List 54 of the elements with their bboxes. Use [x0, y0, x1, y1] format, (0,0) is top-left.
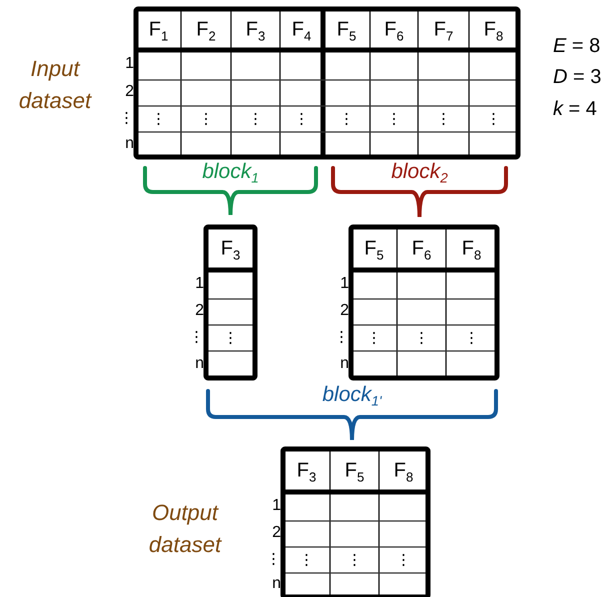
row-label: 1 — [272, 498, 281, 514]
ellipsis-mark: ⋮ — [299, 552, 314, 568]
column-header: F$_{4}$ — [292, 19, 312, 42]
block-label: block$_{1}$ — [202, 160, 259, 186]
block-label: block$_{2}$ — [391, 160, 448, 186]
row-label: n — [195, 356, 204, 372]
ellipsis-mark: ⋮ — [396, 552, 411, 568]
ellipsis-mark: ⋮ — [436, 112, 451, 126]
ellipsis-mark: ⋮ — [334, 330, 349, 344]
row-label: 1 — [125, 56, 134, 72]
row-label: n — [272, 576, 281, 592]
column-header: F$_{3}$ — [246, 19, 266, 42]
column-header: F$_{8}$ — [484, 19, 504, 42]
column-header: F$_{6}$ — [384, 19, 404, 42]
ellipsis-mark: ⋮ — [189, 330, 204, 344]
ellipsis-mark: ⋮ — [223, 330, 238, 346]
row-label: n — [340, 356, 349, 372]
ellipsis-mark: ⋮ — [151, 112, 166, 126]
row-label: 1 — [340, 276, 349, 292]
column-header: F$_{2}$ — [196, 19, 216, 42]
parameter-label: E = 8 — [553, 36, 600, 56]
row-label: 1 — [195, 276, 204, 292]
ellipsis-mark: ⋮ — [464, 330, 479, 346]
row-label: 2 — [195, 303, 204, 319]
column-header: F$_{7}$ — [434, 19, 454, 42]
ellipsis-mark: ⋮ — [486, 112, 501, 126]
ellipsis-mark: ⋮ — [347, 552, 362, 568]
column-header: F$_{5}$ — [336, 19, 356, 42]
column-header: F$_{5}$ — [364, 238, 384, 261]
parameter-label: D = 3 — [553, 67, 602, 87]
ellipsis-mark: ⋮ — [339, 112, 354, 126]
dataset-label: Input dataset — [18, 55, 93, 115]
ellipsis-mark: ⋮ — [198, 112, 214, 126]
ellipsis-mark: ⋮ — [414, 330, 429, 346]
parameter-label: k = 4 — [553, 99, 597, 119]
row-label: n — [125, 136, 134, 152]
column-header: F$_{1}$ — [148, 19, 168, 42]
ellipsis-mark: ⋮ — [386, 112, 402, 126]
column-header: F$_{3}$ — [220, 238, 240, 261]
ellipsis-mark: ⋮ — [119, 110, 134, 126]
column-header: F$_{8}$ — [462, 238, 482, 261]
ellipsis-mark: ⋮ — [294, 112, 309, 126]
column-header: F$_{8}$ — [394, 460, 414, 483]
ellipsis-mark: ⋮ — [366, 330, 382, 346]
column-header: F$_{3}$ — [296, 460, 316, 483]
row-label: 2 — [125, 84, 134, 100]
block-label: block$_{1'}$ — [322, 384, 382, 408]
ellipsis-mark: ⋮ — [248, 112, 263, 126]
column-header: F$_{6}$ — [412, 238, 432, 261]
dataset-label: Output dataset — [148, 499, 223, 559]
row-label: 2 — [340, 303, 349, 319]
ellipsis-mark: ⋮ — [266, 552, 281, 566]
column-header: F$_{5}$ — [344, 460, 364, 483]
row-label: 2 — [272, 525, 281, 541]
